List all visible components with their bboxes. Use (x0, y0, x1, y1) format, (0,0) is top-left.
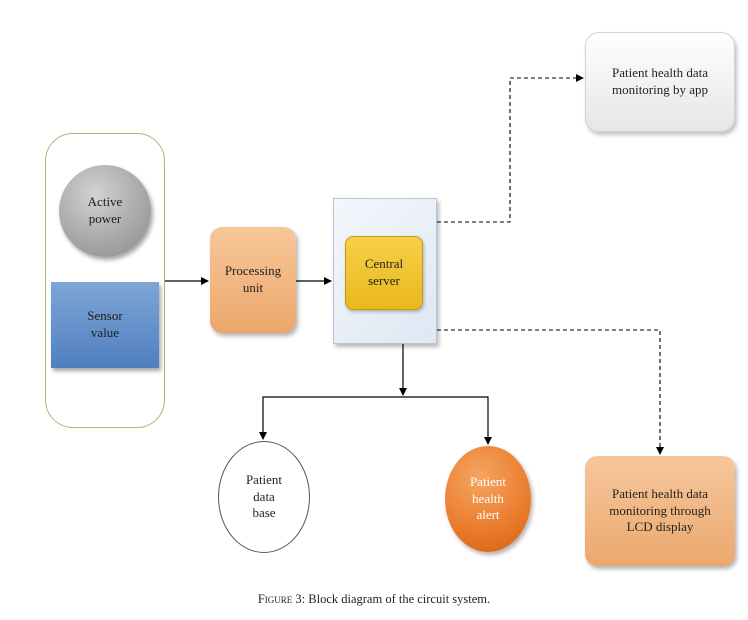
active-power-node: Active power (59, 165, 151, 257)
patient-alert-line-3: alert (476, 507, 500, 523)
patient-alert-line-1: Patient (469, 473, 507, 489)
monitor-lcd-line-2: monitoring through (609, 502, 711, 518)
patient-db-line-2: data (253, 488, 275, 504)
processing-unit-line-2: unit (242, 280, 264, 295)
arrow-to-patient-alert (403, 396, 492, 445)
patient-alert-node: Patient health alert (445, 446, 531, 552)
monitor-app-line-2: monitoring by app (611, 82, 709, 97)
central-server-line-2: server (368, 273, 400, 288)
arrow-to-patient-db (259, 396, 403, 440)
patient-db-line-3: base (252, 505, 276, 521)
processing-unit-node: Processing unit (210, 227, 296, 333)
active-power-line-1: Active (87, 194, 123, 210)
monitor-app-node: Patient health data monitoring by app (585, 32, 735, 132)
arrow-server-to-app (437, 74, 584, 223)
monitor-app-line-1: Patient health data (611, 65, 709, 81)
figure-caption-text: : Block diagram of the circuit system. (301, 592, 491, 606)
figure-caption: Figure 3: Block diagram of the circuit s… (0, 592, 748, 607)
sensor-value-line-1: Sensor (87, 308, 123, 324)
monitor-lcd-line-3: LCD display (626, 519, 694, 535)
active-power-line-2: power (88, 211, 122, 226)
patient-db-node: Patient data base (218, 441, 310, 553)
sensor-value-node: Sensor value (51, 282, 159, 368)
arrow-server-to-lcd (437, 329, 664, 455)
figure-caption-label: Figure 3 (257, 592, 302, 606)
patient-alert-line-2: health (472, 490, 504, 506)
central-server-node: Central server (345, 236, 423, 310)
sensor-value-line-2: value (90, 325, 120, 340)
central-server-line-1: Central (364, 256, 404, 272)
monitor-lcd-node: Patient health data monitoring through L… (585, 456, 735, 566)
monitor-lcd-line-1: Patient health data (611, 485, 709, 501)
processing-unit-line-1: Processing (224, 263, 282, 279)
patient-db-line-1: Patient (245, 471, 283, 487)
